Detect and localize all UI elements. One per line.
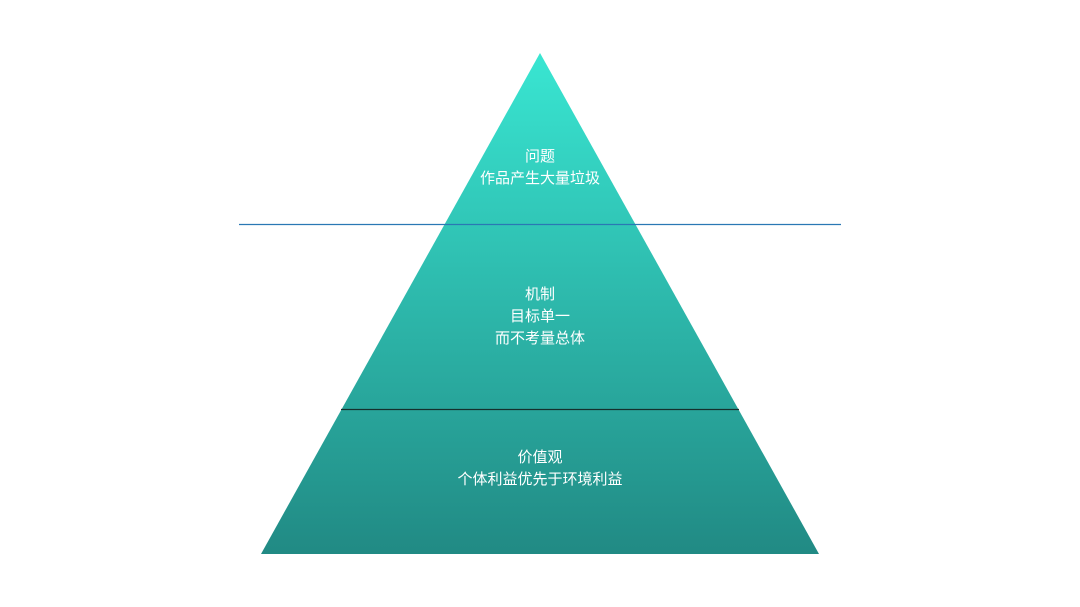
tier-problem: 问题 作品产生大量垃圾 bbox=[390, 145, 690, 189]
tier-problem-title: 问题 bbox=[524, 147, 555, 165]
tier-mechanism-line-2: 而不考量总体 bbox=[494, 329, 585, 347]
tier-mechanism-line-1: 目标单一 bbox=[509, 307, 570, 325]
tier-values-title: 价值观 bbox=[517, 448, 563, 466]
tier-mechanism: 机制 目标单一 而不考量总体 bbox=[390, 283, 690, 349]
tier-mechanism-title: 机制 bbox=[524, 285, 555, 303]
pyramid-shape bbox=[261, 53, 819, 554]
tier-values: 价值观 个体利益优先于环境利益 bbox=[390, 446, 690, 490]
tier-values-line-1: 个体利益优先于环境利益 bbox=[457, 470, 623, 488]
tier-problem-line-1: 作品产生大量垃圾 bbox=[479, 169, 600, 187]
